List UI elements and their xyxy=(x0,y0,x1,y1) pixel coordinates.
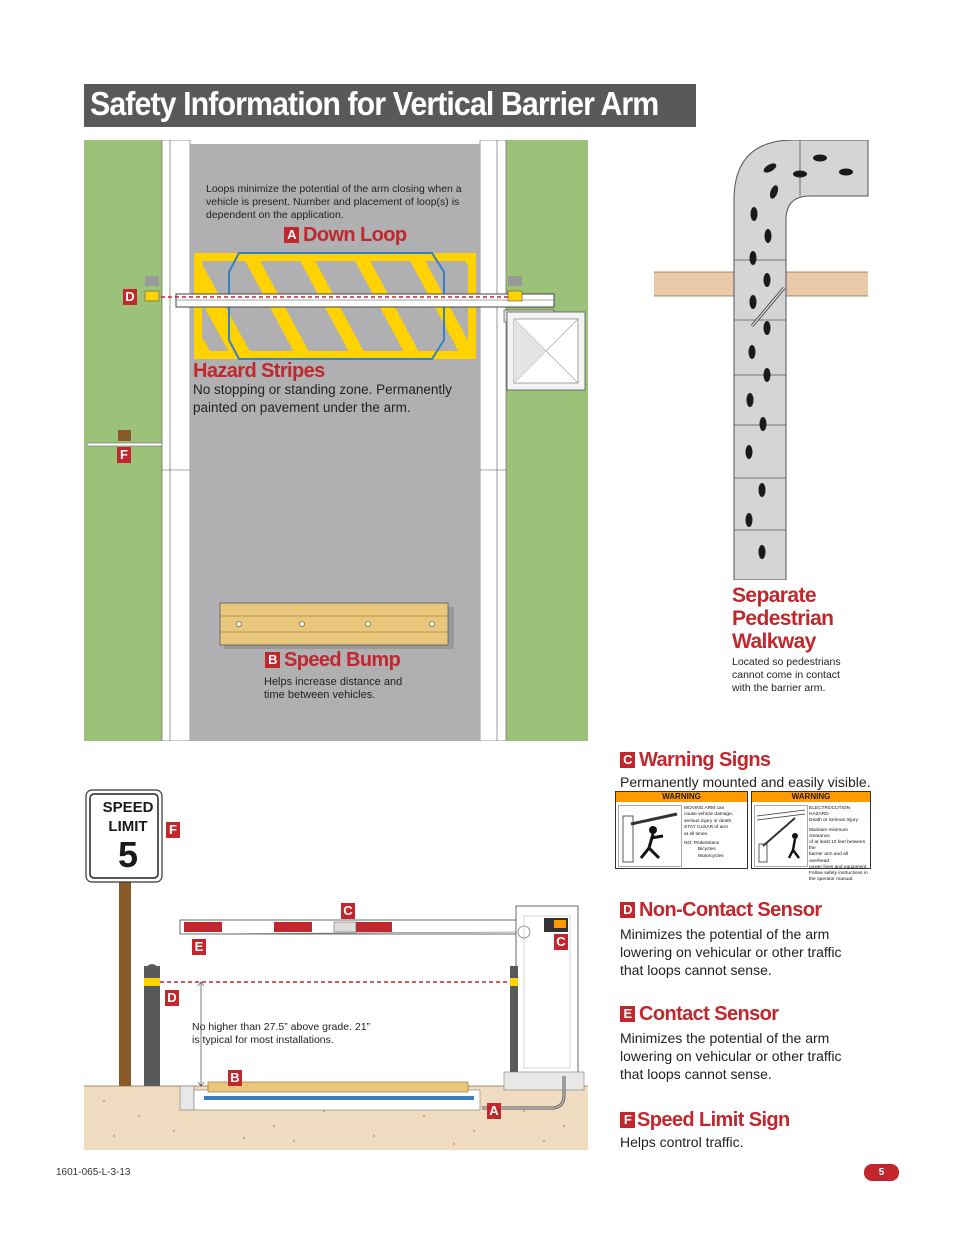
label-d-top: D xyxy=(123,289,137,305)
label-c-arm: C xyxy=(341,903,355,919)
label-f-top: F xyxy=(117,447,131,463)
loops-note: Loops minimize the potential of the arm … xyxy=(206,183,462,221)
page-number: 5 xyxy=(864,1164,899,1181)
warning-signs-text: Permanently mounted and easily visible. xyxy=(620,774,871,790)
warning-sign-2-pictogram xyxy=(754,805,808,867)
speed-limit-sign-text-desc: Helps control traffic. xyxy=(620,1134,744,1150)
speed-limit-sign xyxy=(85,789,163,883)
walkway-heading: Separate Pedestrian Walkway xyxy=(732,584,834,653)
hazard-stripes-heading: Hazard Stripes xyxy=(193,360,325,382)
bottom-side-diagram xyxy=(84,789,588,1150)
label-f-bottom: F xyxy=(166,822,180,838)
warning-sign-electrocution: WARNING ELECTROCUTION HAZARD Death or Se… xyxy=(751,791,871,882)
page-title: Safety Information for Vertical Barrier … xyxy=(90,85,659,122)
title-bar: Safety Information for Vertical Barrier … xyxy=(84,84,696,127)
speed-bump xyxy=(219,602,454,649)
speed-bump-text: Helps increase distance and time between… xyxy=(264,676,403,701)
label-e-heading: E xyxy=(620,1006,635,1022)
hazard-stripes-text: No stopping or standing zone. Permanentl… xyxy=(193,382,452,415)
label-e: E xyxy=(192,939,206,955)
label-d-bottom: D xyxy=(165,990,179,1006)
walkway-text: Located so pedestrians cannot come in co… xyxy=(732,656,841,694)
warning-sign-moving-arm: WARNING MOVING ARM can cause vehicle dam… xyxy=(615,791,748,869)
label-b: B xyxy=(265,652,280,668)
non-contact-sensor-text: Minimizes the potential of the arm lower… xyxy=(620,926,842,978)
label-a: A xyxy=(284,227,299,243)
top-site-diagram xyxy=(84,140,588,741)
height-note: No higher than 27.5” above grade. 21” is… xyxy=(192,1021,371,1046)
label-a-bottom: A xyxy=(487,1103,501,1119)
barrier-arm xyxy=(175,293,555,308)
label-c-operator: C xyxy=(554,934,568,950)
label-d-heading: D xyxy=(620,902,635,918)
label-f-heading: F xyxy=(620,1112,635,1128)
label-b-bottom: B xyxy=(228,1070,242,1086)
speed-limit-sign-text: SPEED LIMIT 5 xyxy=(102,799,154,875)
label-c-heading: C xyxy=(620,752,635,768)
walkway-diagram xyxy=(654,140,869,580)
contact-sensor-text: Minimizes the potential of the arm lower… xyxy=(620,1030,842,1082)
warning-sign-1-pictogram xyxy=(618,805,682,867)
doc-code: 1601-065-L-3-13 xyxy=(56,1167,131,1178)
